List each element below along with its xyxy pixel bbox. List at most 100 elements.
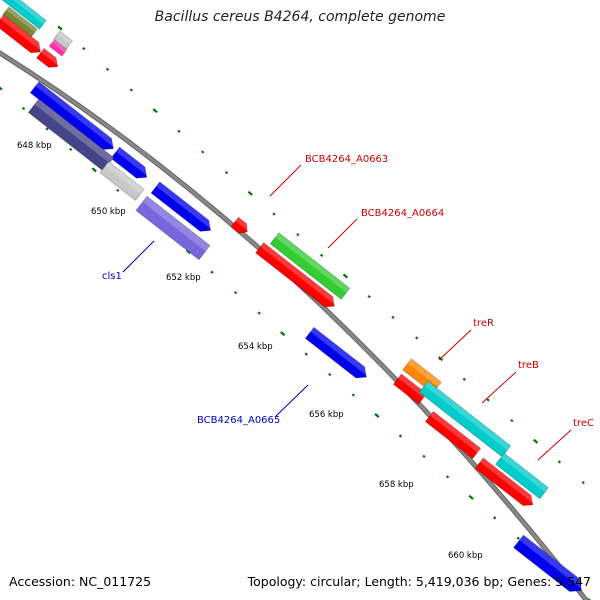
gene-blue-upper-shine: [35, 81, 115, 148]
gene-treC-red: [474, 457, 534, 507]
inner-tick-21: [493, 516, 497, 520]
gene-BCB4264_A0663: [230, 216, 249, 234]
leader-cls1: [122, 240, 155, 273]
gene-treC-red-shine: [480, 457, 534, 504]
inner-tick-11: [257, 311, 261, 315]
gene-label-trec: treC: [573, 418, 594, 429]
outer-tick-15: [415, 336, 419, 340]
inner-tick-20: [468, 494, 474, 500]
inner-tick-17: [398, 434, 403, 438]
gene-lavender-cls1: [135, 195, 211, 261]
gene-treR-shine: [407, 358, 442, 387]
fragment-silver-body: [53, 30, 73, 50]
fragment-cyan-shine: [5, 0, 47, 24]
gene-treC-cyan-shine: [500, 453, 549, 493]
scale-label-654-kbp: 654 kbp: [238, 342, 273, 352]
gene-blue-bottom-shine: [519, 535, 583, 590]
gene-BCB4264_A0664-red-body: [255, 242, 335, 308]
leader-bcb4264_a0665: [275, 384, 309, 417]
accession-text: Accession: NC_011725: [9, 574, 152, 589]
gene-label-bcb4264_a0664: BCB4264_A0664: [361, 208, 444, 219]
gene-blue-cls1-pair-body: [150, 181, 212, 232]
inner-tick-2: [45, 127, 49, 131]
gene-blue-upper: [29, 81, 115, 150]
gene-silver-shine: [105, 161, 145, 194]
scale-label-652-kbp: 652 kbp: [166, 273, 201, 283]
gene-treR-red: [392, 373, 428, 405]
gene-lavender-cls1-body: [135, 195, 211, 261]
outer-tick-1: [82, 47, 86, 51]
outer-tick-21: [557, 460, 562, 464]
inner-tick-16: [374, 413, 380, 418]
fragment-silver: [53, 30, 73, 50]
inner-tick-13: [304, 352, 308, 356]
gene-label-trer: treR: [473, 318, 494, 329]
fragment-red-left: [0, 14, 42, 54]
gene-silver-body: [99, 161, 145, 201]
scale-label-660-kbp: 660 kbp: [448, 551, 483, 561]
fragment-magenta: [48, 39, 68, 57]
gene-label-bcb4264_a0665: BCB4264_A0665: [197, 415, 280, 426]
inner-tick-22: [516, 536, 520, 540]
gene-BCB4264_A0665-body: [304, 326, 367, 379]
gene-lavender-cls1-shine: [142, 196, 211, 252]
outer-tick-11: [319, 253, 324, 257]
genome-summary-text: Topology: circular; Length: 5,419,036 bp…: [247, 574, 591, 589]
leader-bcb4264_a0664: [327, 218, 358, 249]
gene-treB-cyan-shine: [424, 381, 511, 451]
fragment-magenta-body: [48, 39, 68, 57]
fragment-magenta-shine: [52, 39, 67, 53]
fragment-red-left-shine: [0, 14, 42, 51]
gene-BCB4264_A0663-shine: [235, 217, 249, 231]
inner-tick-19: [445, 475, 450, 479]
outer-tick-17: [462, 377, 466, 381]
label-leaders: [122, 164, 572, 461]
outer-tick-4: [152, 108, 158, 114]
fragment-red-left-body: [0, 14, 41, 54]
outer-tick-18: [486, 398, 490, 402]
gene-treC-cyan-body: [495, 452, 549, 500]
gene-blue-mid-shine: [116, 147, 148, 177]
gene-treB-red-shine: [430, 411, 481, 453]
gene-label-treb: treB: [518, 360, 539, 371]
scale-label-656-kbp: 656 kbp: [309, 410, 344, 420]
gene-blue-mid: [110, 146, 148, 179]
inner-tick-8: [185, 249, 192, 255]
inner-tick-10: [233, 291, 238, 295]
fragment-red-right-body: [36, 47, 59, 68]
inner-tick-12: [280, 331, 286, 337]
gene-navy-shine: [34, 99, 114, 163]
leader-bcb4264_a0663: [269, 164, 302, 197]
outer-tick-3: [129, 88, 134, 92]
inner-tick-15: [351, 393, 356, 397]
gene-BCB4264_A0665-shine: [310, 327, 368, 377]
gene-BCB4264_A0663-body: [230, 216, 248, 234]
outer-tick-9: [272, 212, 276, 216]
scale-label-650-kbp: 650 kbp: [91, 207, 126, 217]
gene-silver: [99, 161, 145, 201]
inner-tick-18: [422, 454, 426, 459]
gene-BCB4264_A0664-green-body: [269, 232, 351, 300]
gene-treC-cyan: [495, 452, 549, 500]
outer-tick-13: [367, 294, 371, 299]
gene-treR-red-body: [392, 373, 428, 405]
fragment-cyan-body: [1, 0, 47, 30]
inner-tick-0: [0, 86, 3, 91]
gene-treC-red-body: [474, 457, 534, 507]
gene-BCB4264_A0665: [304, 326, 368, 379]
gene-BCB4264_A0664-green-shine: [275, 232, 350, 293]
features: [0, 0, 583, 592]
gene-treB-red-body: [424, 410, 482, 460]
map-title: Bacillus cereus B4264, complete genome: [154, 9, 446, 25]
fragment-silver-shine: [57, 31, 73, 45]
outer-tick-20: [533, 438, 539, 444]
gene-treR-red-shine: [398, 374, 427, 398]
scale-label-658-kbp: 658 kbp: [379, 480, 414, 490]
outer-tick-5: [177, 129, 181, 133]
inner-tick-5: [116, 188, 120, 192]
gene-treB-red: [424, 410, 482, 460]
outer-tick-7: [224, 170, 229, 175]
